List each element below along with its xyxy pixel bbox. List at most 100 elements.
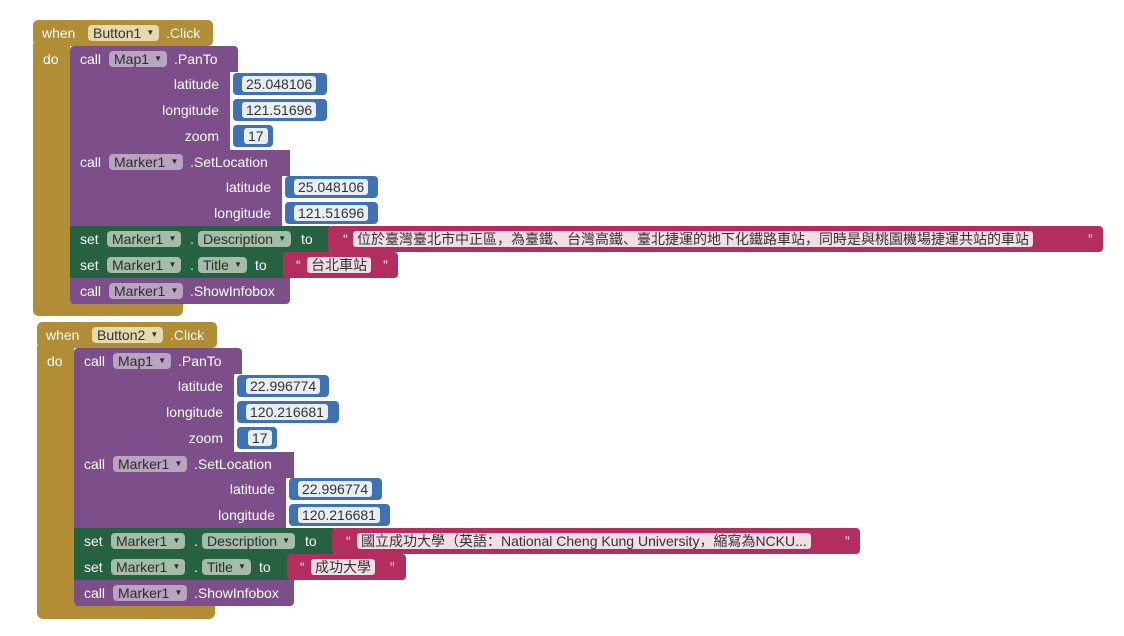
setlocation-body — [70, 176, 282, 228]
component-name: Marker1 — [112, 257, 164, 273]
open-quote: “ — [346, 533, 351, 549]
dropdown-arrow-icon: ▼ — [146, 28, 155, 37]
method-name: .PanTo — [174, 51, 218, 67]
marker-dropdown[interactable]: Marker1▼ — [113, 456, 188, 472]
zoom-label: zoom — [184, 128, 219, 144]
description-value[interactable]: 位於臺灣臺北市中正區，為臺鐵、台灣高鐵、臺北捷運的地下化鐵路車站，同時是與桃園機… — [353, 231, 1033, 247]
zoom-label: zoom — [188, 430, 223, 446]
marker-dropdown[interactable]: Marker1 ▼ — [113, 585, 188, 601]
component-name: Marker1 — [114, 154, 166, 170]
call-label: call — [84, 353, 106, 369]
map-dropdown[interactable]: Map1 ▼ — [113, 353, 172, 369]
dropdown-arrow-icon: ▼ — [168, 260, 177, 269]
panto-body — [70, 72, 230, 150]
latitude-value[interactable]: 22.996774 — [298, 481, 373, 497]
latitude-value[interactable]: 25.048106 — [294, 179, 369, 195]
zoom-value[interactable]: 17 — [244, 128, 268, 144]
to-label: to — [255, 257, 267, 273]
property-name: Description — [203, 231, 274, 247]
call-label: call — [84, 456, 106, 472]
method-name: .PanTo — [178, 353, 222, 369]
longitude-label: longitude — [214, 205, 271, 221]
property-name: Title — [203, 257, 229, 273]
dropdown-arrow-icon: ▼ — [154, 54, 163, 63]
component-name: Map1 — [114, 51, 150, 67]
longitude-value[interactable]: 121.51696 — [242, 102, 317, 118]
longitude-value[interactable]: 121.51696 — [294, 205, 369, 221]
title-value[interactable]: 台北車站 — [307, 257, 371, 273]
longitude-label: longitude — [162, 102, 219, 118]
component-name: Button2 — [97, 327, 146, 343]
set-label: set — [80, 231, 99, 247]
property-dropdown[interactable]: Title ▼ — [202, 559, 251, 575]
marker-dropdown[interactable]: Marker1▼ — [107, 231, 182, 247]
when-label: when — [42, 25, 76, 41]
do-label: do — [43, 51, 59, 67]
property-dropdown[interactable]: Title ▼ — [198, 257, 247, 273]
call-label: call — [80, 154, 102, 170]
call-label: call — [84, 585, 106, 601]
property-name: Title — [207, 559, 233, 575]
component-dropdown[interactable]: Button1 ▼ — [88, 25, 160, 41]
latitude-label: latitude — [225, 179, 271, 195]
panto-body — [74, 374, 234, 452]
property-dropdown[interactable]: Description▼ — [202, 533, 296, 549]
to-label: to — [305, 533, 317, 549]
dropdown-arrow-icon: ▼ — [238, 562, 246, 571]
longitude-value[interactable]: 120.216681 — [298, 507, 380, 523]
latitude-value[interactable]: 22.996774 — [246, 378, 321, 394]
component-name: Marker1 — [114, 283, 166, 299]
dot-label: . — [190, 257, 194, 273]
map-dropdown[interactable]: Map1 ▼ — [109, 51, 168, 67]
component-name: Marker1 — [116, 559, 168, 575]
longitude-label: longitude — [166, 404, 223, 420]
open-quote: “ — [300, 559, 305, 575]
method-name: .ShowInfobox — [194, 585, 279, 601]
method-name: .SetLocation — [190, 154, 268, 170]
dropdown-arrow-icon: ▼ — [150, 330, 159, 339]
latitude-value[interactable]: 25.048106 — [242, 76, 317, 92]
dropdown-arrow-icon: ▼ — [172, 536, 181, 545]
marker-dropdown[interactable]: Marker1▼ — [109, 154, 184, 170]
component-name: Map1 — [118, 353, 154, 369]
marker-dropdown[interactable]: Marker1▼ — [111, 559, 186, 575]
description-value[interactable]: 國立成功大學（英語：National Cheng Kung University… — [357, 533, 811, 549]
property-dropdown[interactable]: Description ▼ — [198, 231, 292, 247]
dropdown-arrow-icon: ▼ — [278, 234, 287, 243]
event-spine — [33, 44, 70, 306]
dropdown-arrow-icon: ▼ — [168, 234, 177, 243]
open-quote: “ — [296, 257, 301, 273]
component-name: Marker1 — [118, 585, 170, 601]
do-label: do — [47, 353, 63, 369]
event-footer — [37, 604, 215, 619]
latitude-label: latitude — [229, 481, 275, 497]
marker-dropdown[interactable]: Marker1 ▼ — [109, 283, 184, 299]
zoom-value[interactable]: 17 — [248, 430, 272, 446]
latitude-label: latitude — [177, 378, 223, 394]
title-value[interactable]: 成功大學 — [311, 559, 375, 575]
component-name: Button1 — [93, 25, 142, 41]
component-name: Marker1 — [116, 533, 168, 549]
dropdown-arrow-icon: ▼ — [234, 260, 242, 269]
to-label: to — [301, 231, 313, 247]
open-quote: “ — [343, 231, 348, 247]
to-label: to — [259, 559, 271, 575]
close-quote: ” — [390, 559, 395, 575]
marker-dropdown[interactable]: Marker1 ▼ — [107, 257, 182, 273]
longitude-label: longitude — [218, 507, 275, 523]
set-label: set — [80, 257, 99, 273]
marker-dropdown[interactable]: Marker1 ▼ — [111, 533, 186, 549]
close-quote: ” — [845, 533, 850, 549]
event-footer — [33, 302, 183, 316]
dropdown-arrow-icon: ▼ — [174, 588, 183, 597]
when-label: when — [46, 327, 80, 343]
call-label: call — [80, 283, 102, 299]
dropdown-arrow-icon: ▼ — [158, 356, 167, 365]
component-dropdown[interactable]: Button2 ▼ — [92, 327, 164, 343]
dot-label: . — [190, 231, 194, 247]
longitude-value[interactable]: 120.216681 — [246, 404, 328, 420]
dot-label: . — [194, 533, 198, 549]
method-name: .ShowInfobox — [190, 283, 275, 299]
method-name: .SetLocation — [194, 456, 272, 472]
dropdown-arrow-icon: ▼ — [170, 286, 179, 295]
